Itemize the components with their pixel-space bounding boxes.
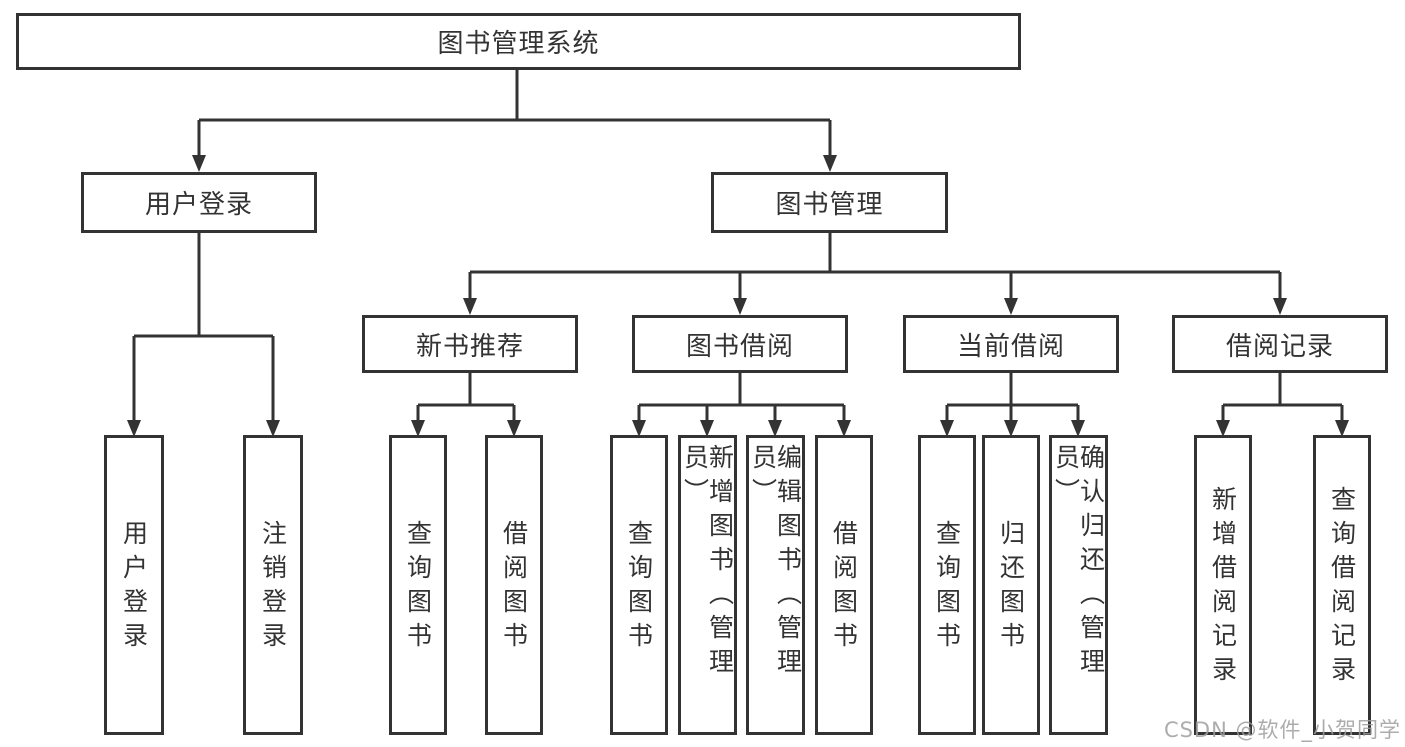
csdn-watermark: CSDN @软件_小贺同学 bbox=[1163, 718, 1401, 742]
arrowhead-icon bbox=[1273, 298, 1287, 315]
arrowhead-icon bbox=[1004, 420, 1018, 437]
node-current-borrow: 当前借阅 bbox=[903, 315, 1119, 373]
leaf-borrow-books: 借阅图书 bbox=[815, 435, 873, 735]
arrowhead-icon bbox=[192, 155, 206, 172]
leaf-edit-books-admin: 编辑图书（管理员） bbox=[746, 435, 805, 735]
leaf-query-borrow-record: 查询借阅记录 bbox=[1313, 435, 1371, 735]
node-book-management-label: 图书管理 bbox=[775, 190, 884, 220]
node-borrow-records: 借阅记录 bbox=[1172, 315, 1388, 373]
arrowhead-icon bbox=[733, 298, 747, 315]
leaf-borrow-books-recommend: 借阅图书 bbox=[485, 435, 543, 735]
node-new-book-recommend-label: 新书推荐 bbox=[415, 331, 524, 362]
arrowhead-icon bbox=[1216, 420, 1230, 437]
node-root-label: 图书管理系统 bbox=[437, 29, 600, 59]
node-new-book-recommend: 新书推荐 bbox=[362, 315, 578, 373]
connector-user-login-children bbox=[127, 233, 280, 437]
node-root: 图书管理系统 bbox=[16, 13, 1021, 70]
arrowhead-icon bbox=[1004, 298, 1018, 315]
leaf-add-borrow-record: 新增借阅记录 bbox=[1194, 435, 1252, 735]
arrowhead-icon bbox=[1071, 420, 1085, 437]
connector-book-management-children bbox=[463, 233, 1287, 315]
node-user-login-label: 用户登录 bbox=[144, 190, 253, 220]
leaf-query-books-current: 查询图书 bbox=[918, 435, 976, 735]
node-current-borrow-label: 当前借阅 bbox=[956, 331, 1065, 362]
leaf-user-login: 用户登录 bbox=[104, 435, 164, 735]
leaf-query-books-recommend: 查询图书 bbox=[389, 435, 447, 735]
arrowhead-icon bbox=[768, 420, 782, 437]
node-user-login: 用户登录 bbox=[81, 172, 317, 233]
connector-current-borrow-children bbox=[940, 373, 1085, 437]
arrowhead-icon bbox=[507, 420, 521, 437]
arrowhead-icon bbox=[940, 420, 954, 437]
arrowhead-icon bbox=[837, 420, 851, 437]
leaf-add-books-admin: 新增图书（管理员） bbox=[678, 435, 737, 735]
arrowhead-icon bbox=[266, 420, 280, 437]
leaf-logout: 注销登录 bbox=[243, 435, 303, 735]
arrowhead-icon bbox=[823, 155, 837, 172]
connector-root-to-level2 bbox=[192, 70, 837, 172]
arrowhead-icon bbox=[463, 298, 477, 315]
node-book-borrow-label: 图书借阅 bbox=[685, 331, 794, 362]
arrowhead-icon bbox=[700, 420, 714, 437]
arrowhead-icon bbox=[632, 420, 646, 437]
arrowhead-icon bbox=[1335, 420, 1349, 437]
connector-new-book-recommend-children bbox=[411, 373, 521, 437]
node-book-management: 图书管理 bbox=[711, 172, 948, 233]
connector-book-borrow-children bbox=[632, 373, 851, 437]
arrowhead-icon bbox=[411, 420, 425, 437]
leaf-query-books-borrow: 查询图书 bbox=[610, 435, 668, 735]
connector-borrow-records-children bbox=[1216, 373, 1349, 437]
leaf-return-books: 归还图书 bbox=[982, 435, 1040, 735]
node-borrow-records-label: 借阅记录 bbox=[1225, 331, 1334, 362]
arrowhead-icon bbox=[127, 420, 141, 437]
leaf-confirm-return-admin: 确认归还（管理员） bbox=[1049, 435, 1108, 735]
node-book-borrow: 图书借阅 bbox=[632, 315, 848, 373]
